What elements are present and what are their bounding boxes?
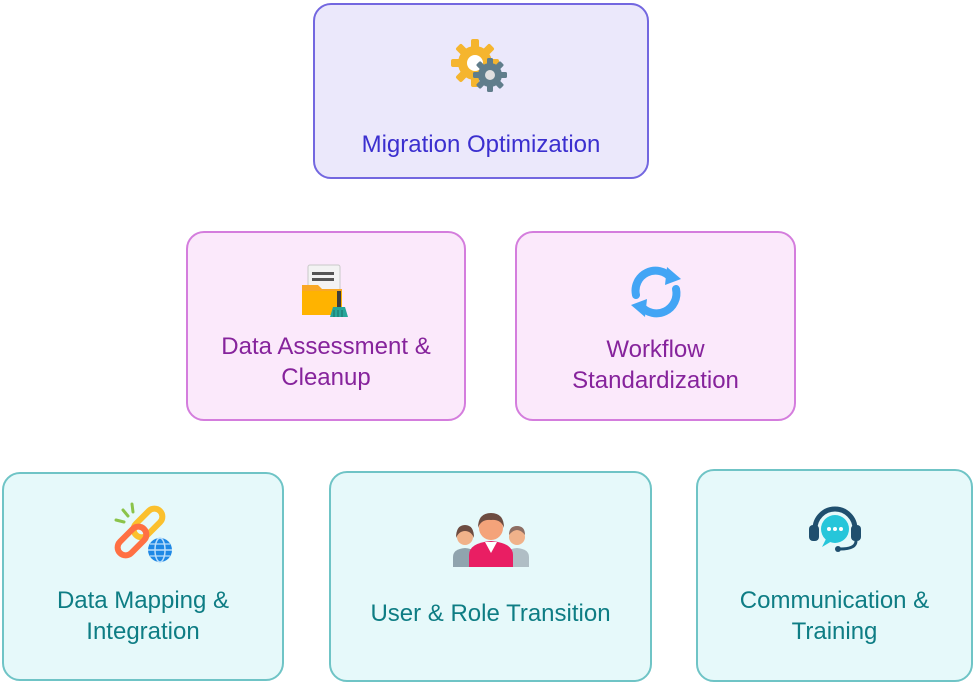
node-communication-training: Communication & Training <box>696 469 973 682</box>
people-group-icon <box>452 513 529 567</box>
node-data-mapping-integration: Data Mapping & Integration <box>2 472 284 681</box>
node-data-assessment-cleanup: Data Assessment & Cleanup <box>186 231 466 421</box>
folder-document-broom-icon <box>302 264 348 317</box>
node-label: Data Mapping & Integration <box>56 587 230 645</box>
node-label: Workflow Standardization <box>572 336 739 394</box>
gears-icon <box>451 39 507 92</box>
headset-chat-icon <box>808 506 861 552</box>
refresh-arrows-icon <box>630 266 681 318</box>
node-workflow-standardization: Workflow Standardization <box>515 231 796 421</box>
node-user-role-transition: User & Role Transition <box>329 471 652 682</box>
node-label: User & Role Transition <box>370 600 611 627</box>
chain-link-globe-icon <box>114 502 172 563</box>
node-label: Data Assessment & Cleanup <box>221 333 431 391</box>
node-migration-optimization: Migration Optimization <box>313 3 649 179</box>
node-label: Communication & Training <box>739 587 930 645</box>
node-label: Migration Optimization <box>361 131 601 158</box>
